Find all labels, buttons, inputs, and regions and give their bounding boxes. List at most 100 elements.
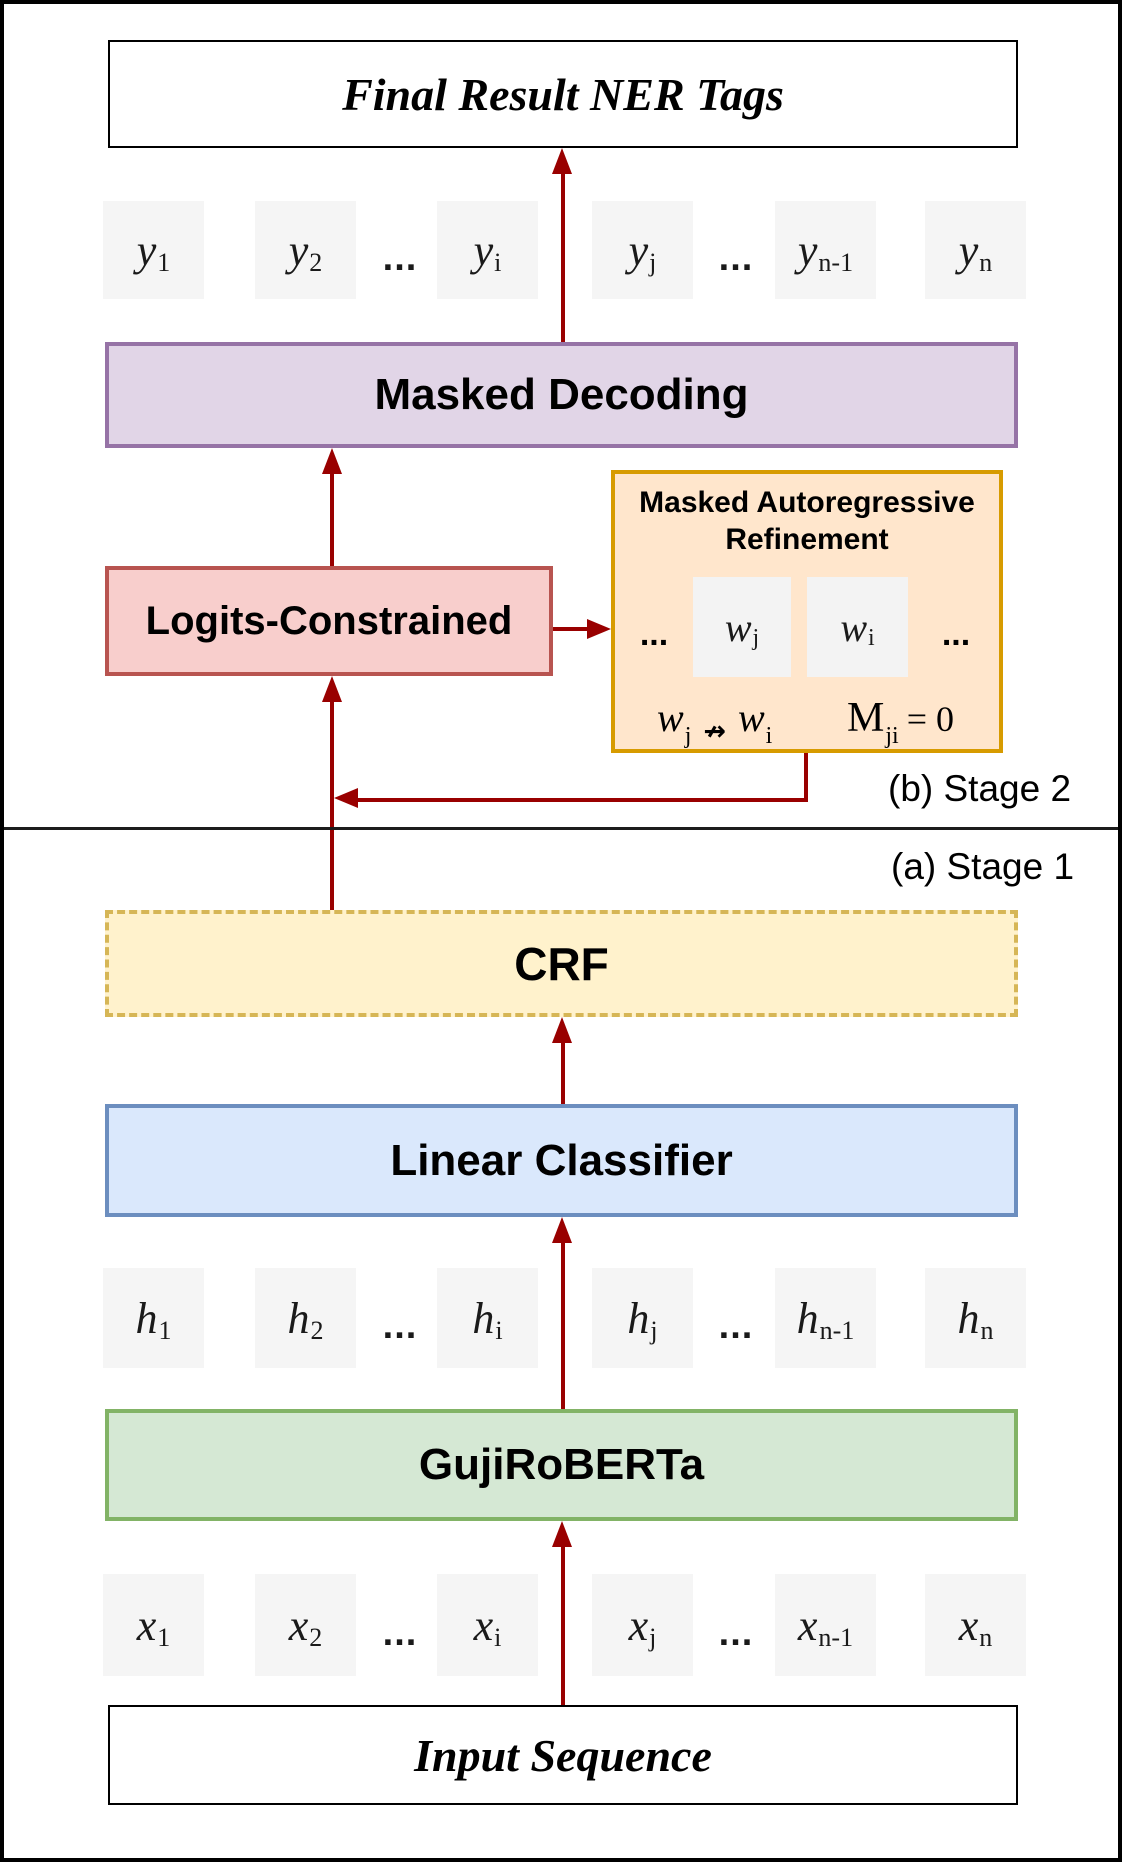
formula-w: w [737,695,765,740]
token-base: h [135,1293,158,1343]
arrow-head-to-guji [552,1521,572,1547]
token-subscript: j [650,1316,658,1345]
final-result-box: Final Result NER Tags [108,40,1018,148]
token-base: w [840,604,867,650]
token-base: x [628,1600,649,1650]
arrow-masked-decoding-to-final-result [561,172,565,342]
logits-constrained-label: Logits-Constrained [145,598,513,643]
token-subscript: 2 [309,1623,323,1652]
arrow-logits-to-mar-line [551,627,591,631]
token-base: x [958,1600,979,1650]
masked-decoding-box: Masked Decoding [105,342,1018,448]
arrow-head-to-logits [322,676,342,702]
arrow-head-to-crf [552,1017,572,1043]
token-base: x [797,1600,818,1650]
arrow-linear-to-crf [561,1041,565,1104]
crf-label: CRF [514,937,609,990]
token-subscript: i [494,1623,502,1652]
token-base: y [958,225,979,275]
gujiroberta-box: GujiRoBERTa [105,1409,1018,1521]
formula-equals-zero: = 0 [906,699,955,739]
arrow-mar-feedback-vertical [804,751,808,800]
masked-decoding-label: Masked Decoding [374,370,749,419]
mar-title-line1: Masked Autoregressive [639,486,975,519]
ellipsis: ... [382,1304,418,1347]
not-followed-by-arrow-icon: ↛ [703,716,726,747]
token-base: y [473,225,494,275]
token-subscript: n-1 [818,1623,854,1652]
token-base: x [473,1600,494,1650]
token-subscript: n [980,1316,994,1345]
token-base: y [288,225,309,275]
stage1-label: (a) Stage 1 [891,846,1075,887]
mar-title: Masked Autoregressive Refinement [615,484,999,558]
token-base: x [288,1600,309,1650]
token-base: w [724,604,752,650]
formula-subscript: ji [885,723,899,749]
input-sequence-label: Input Sequence [414,1729,712,1781]
stage2-label: (b) Stage 2 [888,768,1072,809]
token-base: y [136,225,157,275]
token-base: h [472,1293,495,1343]
stage-divider [0,827,1122,830]
token-base: x [136,1600,157,1650]
ellipsis: ... [382,236,418,279]
arrow-head-to-mar [587,619,611,639]
token-subscript: 1 [157,1623,171,1652]
token-base: y [628,225,649,275]
token-subscript: n [979,248,993,277]
mar-constraint-formula: wj↛wi [657,694,772,749]
gujiroberta-label: GujiRoBERTa [418,1440,705,1489]
ellipsis: ... [941,614,971,653]
token-subscript: j [649,1623,657,1652]
token-base: h [627,1293,650,1343]
final-result-label: Final Result NER Tags [342,68,784,120]
arrow-logits-to-masked-decoding [330,472,334,566]
ellipsis: ... [639,614,669,653]
mar-mask-formula: Mji= 0 [847,694,955,749]
logits-constrained-box: Logits-Constrained [105,566,553,676]
arrow-mar-feedback-horizontal [354,798,808,802]
arrow-crf-to-logits [330,700,334,910]
token-subscript: n-1 [819,1316,855,1345]
formula-subscript: i [765,723,773,749]
arrow-head-to-final-result [552,148,572,174]
token-subscript: j [649,248,657,277]
ellipsis: ... [718,1304,754,1347]
linear-classifier-label: Linear Classifier [390,1135,733,1185]
token-subscript: 1 [158,1316,172,1345]
token-subscript: 1 [157,248,171,277]
input-sequence-box: Input Sequence [108,1705,1018,1805]
token-base: y [797,225,818,275]
arrow-head-mar-feedback [334,788,358,808]
mar-title-line2: Refinement [725,523,889,556]
crf-box: CRF [105,910,1018,1017]
linear-classifier-box: Linear Classifier [105,1104,1018,1217]
token-subscript: i [494,248,502,277]
token-subscript: j [752,624,760,651]
token-subscript: i [868,624,875,651]
arrow-head-to-linear [552,1217,572,1243]
ellipsis: ... [382,1611,418,1654]
token-base: h [796,1293,819,1343]
token-base: h [287,1293,310,1343]
